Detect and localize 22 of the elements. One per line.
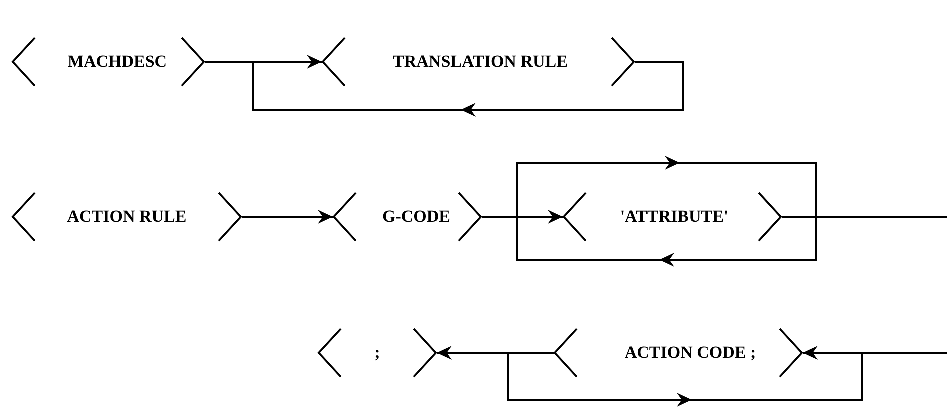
syntax-element bbox=[12, 37, 205, 87]
arrow bbox=[252, 61, 684, 117]
arrow bbox=[803, 346, 947, 360]
arrow bbox=[205, 55, 322, 69]
element-label: ACTION CODE ; bbox=[624, 343, 756, 363]
element-label: TRANSLATION RULE bbox=[393, 52, 568, 72]
element-label: 'ATTRIBUTE' bbox=[620, 207, 729, 227]
syntax-element bbox=[563, 192, 782, 242]
syntax-element bbox=[554, 328, 803, 378]
element-label: G-CODE bbox=[382, 207, 450, 227]
element-label: ; bbox=[374, 343, 380, 363]
syntax-element bbox=[318, 328, 437, 378]
element-label: MACHDESC bbox=[68, 52, 168, 72]
arrow bbox=[507, 352, 863, 407]
syntax-element bbox=[322, 37, 635, 87]
connector-line bbox=[674, 162, 947, 218]
arrow bbox=[482, 156, 680, 218]
arrow bbox=[242, 210, 333, 224]
element-label: ACTION RULE bbox=[67, 207, 187, 227]
syntax-element bbox=[12, 192, 242, 242]
syntax-element bbox=[333, 192, 482, 242]
arrow bbox=[516, 216, 817, 267]
